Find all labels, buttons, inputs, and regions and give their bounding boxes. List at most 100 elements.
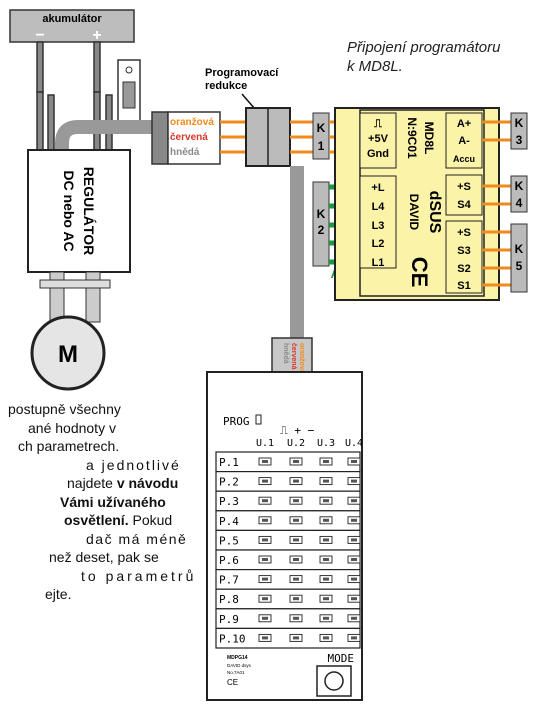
mode-button-knob[interactable]	[324, 671, 344, 691]
para-line6: Vámi užívaného	[60, 493, 166, 510]
switch	[117, 59, 141, 133]
programmer-row-label: P.10	[219, 632, 246, 645]
programmer-led-inner	[351, 616, 357, 620]
programmer-maker: DAVID dsys	[227, 663, 252, 668]
programmer-led-inner	[262, 577, 268, 581]
k4-pin-s: +S	[457, 181, 471, 193]
k1-pin-signal: ⎍	[373, 118, 382, 130]
programmer-led-inner	[351, 538, 357, 542]
programmer-led-inner	[351, 499, 357, 503]
adapter-wires-out	[290, 120, 313, 154]
programmer-row-label: P.8	[219, 593, 239, 606]
programmer-led-inner	[351, 460, 357, 463]
adapter-left-plug	[151, 111, 169, 165]
k1-label-k: K	[317, 121, 326, 135]
para-line3: ch parametrech.	[18, 438, 120, 454]
programmer-led-inner	[351, 577, 357, 581]
k4-connector	[510, 175, 528, 213]
grey-cable-left	[55, 120, 160, 152]
regulator-line1: REGULÁTOR	[81, 167, 97, 255]
programmer-led-inner	[323, 499, 329, 503]
adapter-wire-brown: hnědá	[170, 147, 200, 158]
programmer-column-label: U.4	[345, 438, 363, 449]
programmer-led-inner	[351, 558, 357, 561]
adapter-wire-label-box	[167, 111, 221, 165]
programmer-led-inner	[293, 636, 299, 640]
programmer-led-inner	[293, 597, 299, 601]
programmer-row-label: P.6	[219, 554, 239, 567]
programmer-led-inner	[351, 518, 357, 522]
k2-pin-l4: L4	[372, 201, 386, 213]
programmer-led-inner	[262, 460, 268, 463]
right-wires	[482, 120, 512, 287]
k5-pin-s1: S1	[457, 280, 470, 292]
title-line1: Připojení programátoru	[347, 39, 501, 56]
programmer-led-inner	[351, 636, 357, 640]
programmer-led-inner	[293, 479, 299, 483]
programmer-led-inner	[293, 499, 299, 503]
k4-label-n: 4	[516, 196, 523, 210]
prog-cable-brown: hnědá	[282, 343, 289, 364]
k1-pin-5v: +5V	[368, 133, 389, 145]
programmer-led-inner	[351, 479, 357, 483]
md8l-brand-david: DAVID	[407, 194, 421, 231]
k5-label-k: K	[515, 242, 524, 256]
programmer-column-label: U.3	[317, 438, 335, 449]
para-line5: najdete v návodu	[0, 474, 198, 493]
motor-label: M	[58, 341, 78, 368]
programmer-number: No.7A01	[227, 670, 245, 675]
k2-pin-l3: L3	[372, 220, 385, 232]
programmer-row-label: P.7	[219, 574, 239, 587]
battery-minus: −	[35, 27, 44, 44]
k2-pin-l2: L2	[372, 238, 385, 250]
regulator-line2: DC nebo AC	[61, 170, 77, 251]
para-line4: a jednotlivé	[86, 456, 181, 473]
k3-label-n: 3	[516, 133, 523, 147]
md8l-ce: CE	[407, 257, 432, 288]
motor: M	[30, 315, 106, 391]
diagram-title: Připojení programátoru k MD8L.	[347, 38, 500, 76]
para-line5a: najdete	[67, 475, 117, 491]
para-line5b: v návodu	[116, 475, 179, 491]
adapter-wire-red: červená	[170, 132, 208, 143]
programmer-row-label: P.5	[219, 534, 239, 547]
programmer-signal: ⎍ + −	[280, 424, 315, 437]
prog-cable-orange: oranžová	[298, 343, 305, 374]
k3-connector	[510, 112, 528, 150]
programmer-led-inner	[262, 636, 268, 640]
k2-label-n: 2	[318, 223, 325, 237]
programmer-grid: P.1P.2P.3P.4P.5P.6P.7P.8P.9P.10	[215, 451, 361, 649]
k4-pin-s4: S4	[457, 199, 471, 211]
k5-connector	[510, 223, 528, 293]
programmer-led-inner	[262, 538, 268, 542]
k2-label-k: K	[317, 207, 326, 221]
para-line1: postupně všechny	[8, 401, 121, 417]
md8l-serial: N:9C01	[405, 117, 419, 159]
programmer-led-inner	[323, 636, 329, 640]
programmer-led-inner	[293, 460, 299, 463]
programmer-column-label: U.2	[287, 438, 305, 449]
programmer-led-inner	[262, 518, 268, 522]
programmer-model: MDPG14	[227, 655, 248, 661]
programmer-row-label: P.4	[219, 515, 239, 528]
programmer-led-inner	[293, 616, 299, 620]
adapter-wire-orange: oranžová	[170, 117, 214, 128]
adapter-label-line1: Programovací	[205, 67, 279, 79]
programmer-led-inner	[323, 577, 329, 581]
programmer-led-inner	[262, 499, 268, 503]
programmer-prog-label: PROG	[223, 415, 250, 428]
motor-wires	[39, 271, 111, 323]
k2-pin-l: +L	[371, 182, 384, 194]
para-line7a: osvětlení.	[64, 512, 129, 528]
battery-label: akumulátor	[42, 13, 102, 25]
programmer-led-inner	[351, 597, 357, 601]
programmer-led-inner	[323, 597, 329, 601]
battery: akumulátor − +	[9, 9, 135, 44]
programmer-led-inner	[323, 538, 329, 542]
md8l-name: MD8L	[422, 122, 436, 155]
adapter-label-line2: redukce	[205, 80, 247, 92]
programmer-led-inner	[323, 558, 329, 561]
title-line2: k MD8L.	[347, 58, 403, 75]
programmer-led-inner	[293, 538, 299, 542]
